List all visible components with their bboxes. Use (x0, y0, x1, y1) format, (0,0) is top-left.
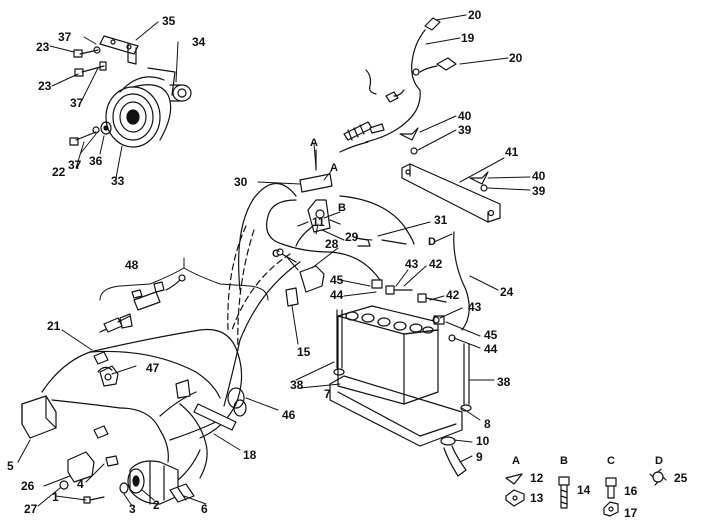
bolt-icon (69, 46, 112, 146)
callout-20: 20 (509, 51, 523, 65)
callout-9: 9 (476, 450, 483, 464)
legend-letter-d: D (655, 455, 663, 467)
callout-10: 10 (476, 434, 490, 448)
battery-cable-icon (238, 182, 470, 331)
callout-42: 42 (429, 257, 443, 271)
callout-47: 47 (146, 361, 160, 375)
callout-29: 29 (345, 230, 359, 244)
callout-42: 42 (446, 288, 460, 302)
legend-letter-c: C (607, 455, 615, 467)
callout-21: 21 (47, 319, 61, 333)
callout-23: 23 (36, 40, 50, 54)
ref-letter-a: A (310, 137, 318, 149)
callout-25: 25 (674, 471, 688, 485)
callout-45: 45 (484, 328, 498, 342)
legend-hardware-icon (505, 468, 667, 517)
battery-bracket-icon (401, 163, 501, 223)
solenoid-icon (276, 248, 325, 307)
callout-18: 18 (243, 448, 257, 462)
callout-43: 43 (405, 257, 419, 271)
callout-40: 40 (458, 109, 472, 123)
callout-1: 1 (52, 490, 59, 504)
callout-39: 39 (532, 184, 546, 198)
callout-41: 41 (505, 145, 519, 159)
ref-letter-d: D (428, 236, 436, 248)
callout-13: 13 (530, 491, 544, 505)
callout-48: 48 (125, 258, 139, 272)
legend-letter-a: A (512, 455, 520, 467)
callout-3: 3 (129, 502, 136, 516)
fuse-holder-icon (93, 274, 186, 365)
leader-lines (17, 14, 531, 507)
ignition-switch-icon (295, 149, 341, 247)
callout-26: 26 (21, 479, 35, 493)
boot-icon (440, 436, 467, 477)
callout-38: 38 (497, 375, 511, 389)
hold-down-rod-icon (333, 309, 472, 412)
callout-33: 33 (111, 174, 125, 188)
callout-8: 8 (484, 417, 491, 431)
callout-14: 14 (577, 483, 591, 497)
callout-28: 28 (325, 237, 339, 251)
battery-tray-icon (329, 375, 463, 447)
callout-22: 22 (52, 165, 66, 179)
callout-5: 5 (7, 459, 14, 473)
callout-40: 40 (532, 169, 546, 183)
callout-37: 37 (70, 96, 84, 110)
pto-clutch-icon (105, 67, 176, 148)
callout-31: 31 (434, 213, 448, 227)
callout-43: 43 (468, 300, 482, 314)
callout-20: 20 (468, 8, 482, 22)
callout-7: 7 (324, 387, 331, 401)
callout-16: 16 (624, 484, 638, 498)
starter-motor-icon (119, 449, 201, 505)
wire-clip-icon (97, 366, 113, 373)
wing-nut-icon (399, 127, 489, 192)
upper-harness-icon (339, 17, 457, 153)
callout-12: 12 (530, 471, 544, 485)
diode-icon (103, 315, 131, 333)
callout-4: 4 (77, 477, 84, 491)
ref-letter-c: C (272, 248, 280, 260)
main-harness-icon (41, 225, 301, 479)
callout-34: 34 (192, 35, 206, 49)
callout-44: 44 (484, 342, 498, 356)
clutch-bracket-icon (99, 35, 139, 65)
terminal-bolt-icon (385, 285, 456, 342)
callout-46: 46 (282, 408, 296, 422)
callout-38: 38 (290, 378, 304, 392)
callout-27: 27 (24, 502, 38, 516)
callout-17: 17 (624, 506, 638, 520)
callout-19: 19 (461, 31, 475, 45)
callout-37: 37 (58, 30, 72, 44)
legend-letter-b: B (560, 455, 568, 467)
ref-letter-a: A (330, 162, 338, 174)
callout-36: 36 (89, 154, 103, 168)
light-switch-icon (21, 395, 57, 439)
interlock-switch-icon (93, 425, 119, 467)
callout-23: 23 (38, 79, 52, 93)
callout-39: 39 (458, 123, 472, 137)
callout-44: 44 (330, 288, 344, 302)
callout-24: 24 (500, 285, 514, 299)
clutch-bearing-icon (169, 84, 192, 102)
callout-2: 2 (153, 498, 160, 512)
callout-6: 6 (201, 502, 208, 516)
bracket-clip-icon (99, 365, 119, 387)
callout-11: 11 (312, 215, 325, 229)
callout-37: 37 (68, 158, 82, 172)
callout-45: 45 (330, 273, 344, 287)
callout-15: 15 (297, 345, 311, 359)
callout-35: 35 (162, 14, 176, 28)
callout-30: 30 (234, 175, 248, 189)
ref-letter-b: B (338, 202, 346, 214)
